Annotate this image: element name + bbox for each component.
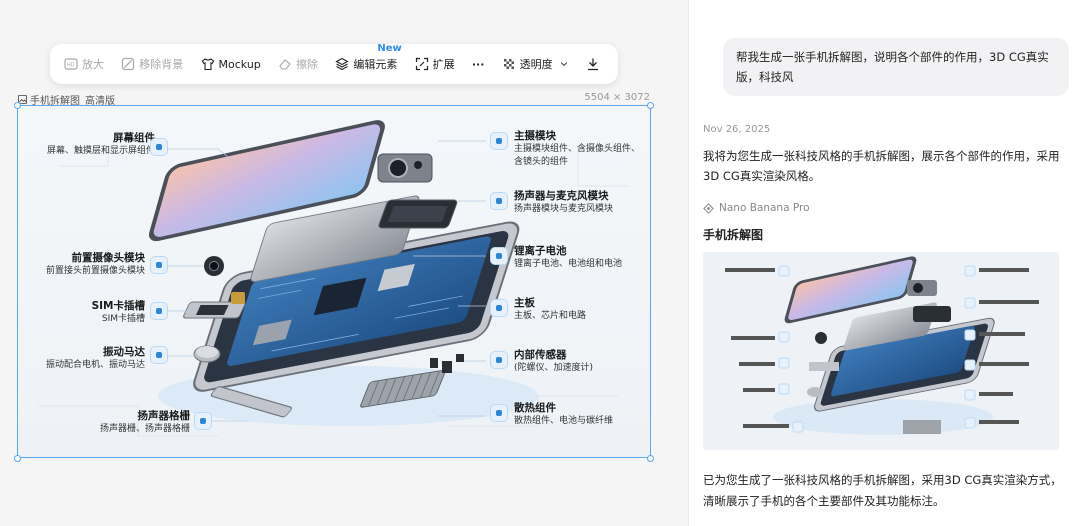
more-icon: ··· xyxy=(471,57,485,71)
speaker-icon xyxy=(490,192,508,210)
label-vibration-motor-desc: 振动配合电机、振动马达 xyxy=(45,360,145,370)
hd-icon: HD xyxy=(64,58,78,70)
model-tag: Nano Banana Pro xyxy=(703,202,810,214)
label-speaker-grille-desc: 扬声器栅、扬声器格栅 xyxy=(99,424,190,434)
label-main-camera: 主摄模块 主摄模块组件、含摄像头组件、 含镜头的组件 xyxy=(514,130,640,169)
chevron-down-icon xyxy=(560,62,567,67)
eraser-icon xyxy=(279,59,291,70)
phone-exploded-illustration xyxy=(38,120,628,437)
message-date: Nov 26, 2025 xyxy=(703,124,771,135)
label-sim: SIM卡插槽 SIM卡插槽 xyxy=(92,300,145,326)
image-remove-icon xyxy=(122,57,135,71)
sensor-icon xyxy=(490,351,508,369)
upscale-button[interactable]: HD 放大 xyxy=(58,50,110,78)
image-dimensions: 5504 × 3072 xyxy=(584,92,650,103)
grille-icon xyxy=(194,412,212,430)
model-name: Nano Banana Pro xyxy=(719,202,810,214)
label-mainboard-title: 主板 xyxy=(514,297,535,309)
label-mainboard: 主板 主板、芯片和电路 xyxy=(514,297,586,323)
image-icon xyxy=(18,95,27,104)
banana-icon xyxy=(703,202,714,214)
image-toolbar: HD 放大 移除背景 Mockup 擦除 编辑元素 New 扩展 xyxy=(50,43,618,84)
resize-handle-bottom-left[interactable] xyxy=(14,455,21,462)
expand-icon xyxy=(415,57,428,71)
label-front-camera: 前置摄像头模块 前置接头前置摄像头模块 xyxy=(46,252,145,278)
edit-elements-label: 编辑元素 xyxy=(353,58,398,71)
label-vibration-motor: 振动马达 振动配合电机、振动马达 xyxy=(46,346,145,372)
label-speaker-mic-desc: 扬声器模块与麦克风模块 xyxy=(514,204,614,214)
label-battery-title: 锂离子电池 xyxy=(514,245,567,257)
new-badge: New xyxy=(377,43,402,54)
label-front-camera-desc: 前置接头前置摄像头模块 xyxy=(45,266,145,276)
label-screen-title: 屏幕组件 xyxy=(113,132,155,144)
download-button[interactable] xyxy=(580,50,610,78)
label-battery: 锂离子电池 锂离子电池、电池组和电池 xyxy=(514,245,622,271)
remove-background-label: 移除背景 xyxy=(139,58,184,71)
label-battery-desc: 锂离子电池、电池组和电池 xyxy=(514,259,623,269)
erase-button[interactable]: 擦除 xyxy=(272,50,324,78)
label-screen-desc: 屏幕、触摸层和显示屏组件 xyxy=(46,146,155,156)
more-button[interactable]: ··· xyxy=(466,50,491,78)
resize-handle-top-left[interactable] xyxy=(14,102,21,109)
transparency-label: 透明度 xyxy=(519,58,553,71)
thermal-icon xyxy=(490,404,508,422)
svg-text:HD: HD xyxy=(67,63,75,69)
download-icon xyxy=(587,58,598,71)
battery-icon xyxy=(490,247,508,265)
image-title-text: 手机拆解图_高清版 xyxy=(30,96,115,107)
layers-icon xyxy=(335,57,349,71)
sim-card-icon xyxy=(150,302,168,320)
label-thermal-title: 散热组件 xyxy=(514,402,556,414)
label-sensors: 内部传感器 (陀螺仪、加速度计) xyxy=(514,349,593,375)
label-sensors-desc: (陀螺仪、加速度计) xyxy=(514,363,594,373)
label-vibration-motor-title: 振动马达 xyxy=(103,346,145,358)
exploded-view-image[interactable]: 屏幕组件 屏幕、触摸层和显示屏组件 前置摄像头模块 前置接头前置摄像头模块 SI… xyxy=(17,105,651,458)
label-screen: 屏幕组件 屏幕、触摸层和显示屏组件 xyxy=(47,132,155,158)
mockup-label: Mockup xyxy=(218,57,261,71)
screen-icon xyxy=(150,138,168,156)
transparency-dropdown[interactable]: 透明度 xyxy=(496,50,575,78)
label-sensors-title: 内部传感器 xyxy=(514,349,567,361)
user-message: 帮我生成一张手机拆解图，说明各个部件的作用，3D CG真实版，科技风 xyxy=(723,38,1069,96)
resize-handle-top-right[interactable] xyxy=(647,102,654,109)
image-title: 手机拆解图_高清版 xyxy=(18,92,115,107)
result-image-thumbnail[interactable] xyxy=(703,252,1059,450)
label-main-camera-desc1: 主摄模块组件、含摄像头组件、 xyxy=(514,144,641,154)
board-icon xyxy=(490,299,508,317)
edit-elements-button[interactable]: 编辑元素 New xyxy=(329,43,403,78)
thumbnail-illustration xyxy=(725,256,1039,435)
expand-label: 扩展 xyxy=(432,58,455,71)
label-sim-desc: SIM卡插槽 xyxy=(101,314,145,324)
motor-icon xyxy=(150,346,168,364)
expand-button[interactable]: 扩展 xyxy=(409,50,461,78)
label-speaker-grille: 扬声器格栅 扬声器栅、扬声器格栅 xyxy=(100,410,190,436)
erase-label: 擦除 xyxy=(296,58,319,71)
assistant-outro: 已为您生成了一张科技风格的手机拆解图，采用3D CG真实渲染方式，清晰展示了手机… xyxy=(703,473,1062,508)
label-speaker-mic: 扬声器与麦克风模块 扬声器模块与麦克风模块 xyxy=(514,190,613,216)
assistant-intro: 我将为您生成一张科技风格的手机拆解图，展示各个部件的作用，采用3D CG真实渲染… xyxy=(703,149,1060,183)
label-thermal-desc: 散热组件、电池与碳纤维 xyxy=(514,416,614,426)
chat-panel: 帮我生成一张手机拆解图，说明各个部件的作用，3D CG真实版，科技风 Nov 2… xyxy=(688,0,1080,526)
checkerboard-icon xyxy=(503,59,514,69)
label-front-camera-title: 前置摄像头模块 xyxy=(71,252,146,264)
editor-canvas: HD 放大 移除背景 Mockup 擦除 编辑元素 New 扩展 xyxy=(14,43,654,462)
label-speaker-mic-title: 扬声器与麦克风模块 xyxy=(514,190,609,202)
label-sim-title: SIM卡插槽 xyxy=(91,300,145,312)
label-main-camera-desc2: 含镜头的组件 xyxy=(514,157,569,167)
remove-background-button[interactable]: 移除背景 xyxy=(115,50,189,78)
label-main-camera-title: 主摄模块 xyxy=(514,130,556,142)
resize-handle-bottom-right[interactable] xyxy=(647,455,654,462)
upscale-label: 放大 xyxy=(82,58,104,71)
shirt-icon xyxy=(201,58,214,71)
mockup-button[interactable]: Mockup xyxy=(195,50,267,78)
camera-icon xyxy=(150,256,168,274)
label-speaker-grille-title: 扬声器格栅 xyxy=(137,410,191,422)
result-title: 手机拆解图 xyxy=(703,228,764,242)
label-mainboard-desc: 主板、芯片和电路 xyxy=(514,311,587,321)
main-camera-icon xyxy=(490,132,508,150)
label-thermal: 散热组件 散热组件、电池与碳纤维 xyxy=(514,402,613,428)
